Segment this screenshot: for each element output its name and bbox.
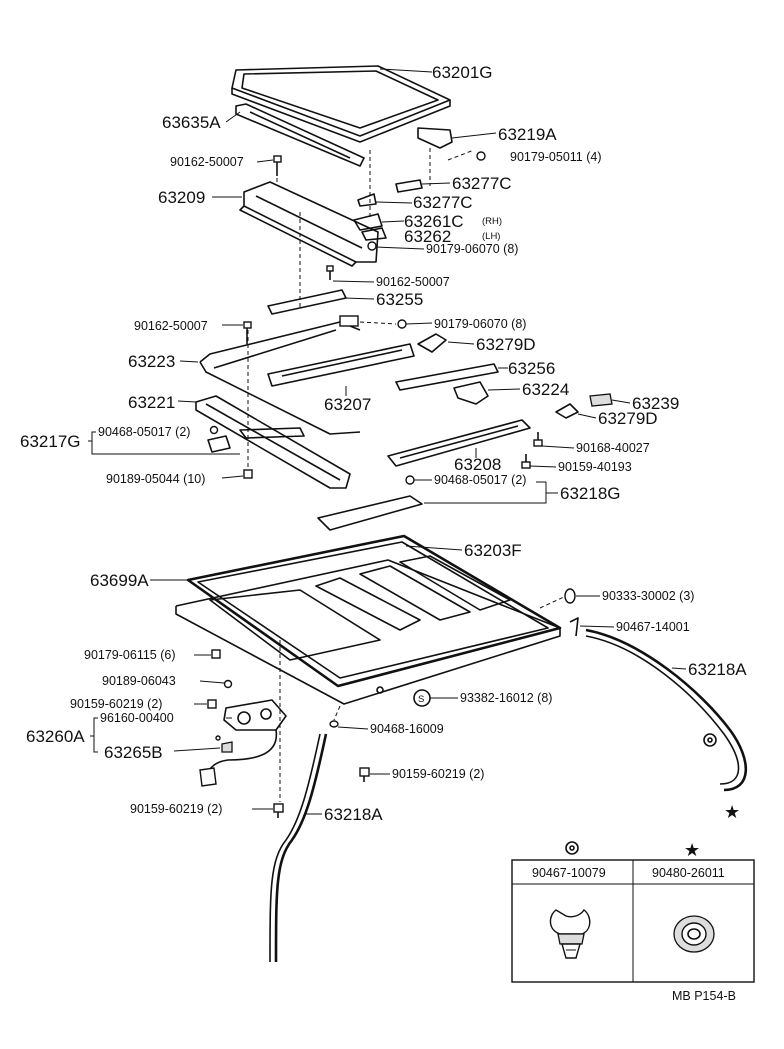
clip-63279D-drawing bbox=[417, 333, 475, 353]
bracket-63224-drawing bbox=[453, 381, 521, 405]
rail-63256-drawing bbox=[395, 363, 508, 391]
clip-63277C-drawing bbox=[357, 179, 451, 207]
label-90468-b: 90468-05017 (2) bbox=[434, 473, 526, 487]
label-63262: 63262 bbox=[404, 227, 451, 246]
grommet-illustration bbox=[673, 915, 715, 953]
legend-part-1: 90467-10079 bbox=[532, 866, 606, 880]
weatherstrip-drawing bbox=[225, 103, 365, 167]
label-90179-b: 90179-06070 (8) bbox=[426, 242, 518, 256]
plate-63255-drawing bbox=[267, 289, 375, 315]
label-90168: 90168-40027 bbox=[576, 441, 650, 455]
label-96160: 96160-00400 bbox=[100, 711, 174, 725]
clip-90468-16009-drawing bbox=[329, 705, 369, 730]
label-63203F: 63203F bbox=[464, 541, 522, 560]
frame-63203F-drawing bbox=[150, 534, 562, 705]
screw-90162-top bbox=[256, 155, 282, 186]
footer-code: MB P154-B bbox=[672, 989, 736, 1003]
label-90189-a: 90189-05044 (10) bbox=[106, 472, 205, 486]
glass-panel-drawing bbox=[231, 65, 451, 143]
label-63256: 63256 bbox=[508, 359, 555, 378]
label-63201G: 63201G bbox=[432, 63, 493, 82]
label-63255: 63255 bbox=[376, 290, 423, 309]
part-63239-drawing bbox=[555, 393, 631, 419]
label-63265B: 63265B bbox=[104, 743, 163, 762]
fasteners-right-drawing bbox=[539, 588, 615, 637]
screw-93382-drawing: S bbox=[376, 686, 458, 707]
label-63279D-1: 63279D bbox=[476, 335, 536, 354]
bolt-90159-middle bbox=[359, 767, 390, 782]
star-icon: ★ bbox=[724, 802, 740, 822]
label-90159-b: 90159-60219 (2) bbox=[70, 697, 162, 711]
label-63261C-rh: (RH) bbox=[482, 216, 502, 227]
label-90333: 90333-30002 (3) bbox=[602, 589, 694, 603]
legend-part-2: 90480-26011 bbox=[652, 866, 725, 880]
bracket-63219A-drawing bbox=[417, 127, 497, 186]
screw-90162-middle bbox=[326, 265, 375, 283]
label-90159-d: 90159-60219 (2) bbox=[130, 802, 222, 816]
label-90162-b: 90162-50007 bbox=[376, 275, 450, 289]
label-63279D-2: 63279D bbox=[598, 409, 658, 428]
guide-63221-drawing bbox=[177, 395, 351, 489]
label-90189-b: 90189-06043 bbox=[102, 674, 176, 688]
label-90159-a: 90159-40193 bbox=[558, 460, 632, 474]
label-63209: 63209 bbox=[158, 188, 205, 207]
label-90468-c: 90468-16009 bbox=[370, 722, 444, 736]
label-90179-d: 90179-06115 (6) bbox=[84, 648, 176, 662]
label-90179-a: 90179-05011 (4) bbox=[510, 150, 602, 164]
s-marker: S bbox=[418, 694, 424, 705]
nut-90189-drawing bbox=[221, 330, 253, 479]
part-63218G-drawing bbox=[317, 475, 558, 531]
label-90468-a: 90468-05017 (2) bbox=[98, 425, 190, 439]
hose-63218A-right bbox=[585, 628, 748, 792]
label-63218A-1: 63218A bbox=[688, 660, 747, 679]
part-labels: 63201G 63635A 63219A 90162-50007 90179-0… bbox=[20, 63, 747, 824]
label-63224: 63224 bbox=[522, 380, 569, 399]
bolts-right-drawing bbox=[521, 432, 575, 469]
label-93382: 93382-16012 (8) bbox=[460, 691, 552, 705]
cable-frame-63223-drawing bbox=[179, 315, 433, 435]
label-63277C-2: 63277C bbox=[413, 193, 473, 212]
legend-table: ★ 90467-10079 90480-26011 bbox=[511, 840, 755, 983]
label-90467-a: 90467-14001 bbox=[616, 620, 690, 634]
bracket-63217G-drawing bbox=[88, 425, 240, 455]
hose-63218A-left bbox=[269, 733, 328, 963]
label-63635A: 63635A bbox=[162, 113, 221, 132]
label-63699A: 63699A bbox=[90, 571, 149, 590]
clip-illustration bbox=[549, 908, 591, 959]
bolt-90159-lower bbox=[252, 803, 284, 818]
label-63262-lh: (LH) bbox=[482, 231, 500, 242]
label-63260A: 63260A bbox=[26, 727, 85, 746]
label-63221: 63221 bbox=[128, 393, 175, 412]
label-63207: 63207 bbox=[324, 395, 371, 414]
label-63261C: 63261C bbox=[404, 212, 464, 231]
motor-63260A-drawing bbox=[90, 699, 287, 787]
label-63239: 63239 bbox=[632, 394, 679, 413]
label-63217G: 63217G bbox=[20, 432, 81, 451]
screw-90162-lower bbox=[222, 321, 252, 344]
label-63218A-2: 63218A bbox=[324, 805, 383, 824]
label-63218G: 63218G bbox=[560, 484, 621, 503]
label-90179-c: 90179-06070 (8) bbox=[434, 317, 526, 331]
legend-star-icon: ★ bbox=[684, 840, 700, 860]
label-63208: 63208 bbox=[454, 455, 501, 474]
label-63277C-1: 63277C bbox=[452, 174, 512, 193]
rail-63208-drawing bbox=[387, 419, 531, 467]
label-63223: 63223 bbox=[128, 352, 175, 371]
label-90162-a: 90162-50007 bbox=[170, 155, 244, 169]
clip-symbol-on-hose bbox=[703, 733, 717, 747]
clip-symbol-icon bbox=[565, 841, 579, 855]
panel-63209-drawing bbox=[212, 181, 379, 267]
label-90159-c: 90159-60219 (2) bbox=[392, 767, 484, 781]
rail-63207-drawing bbox=[267, 343, 415, 396]
label-63219A: 63219A bbox=[498, 125, 557, 144]
fasteners-left-drawing bbox=[194, 649, 233, 709]
label-90162-c: 90162-50007 bbox=[134, 319, 208, 333]
